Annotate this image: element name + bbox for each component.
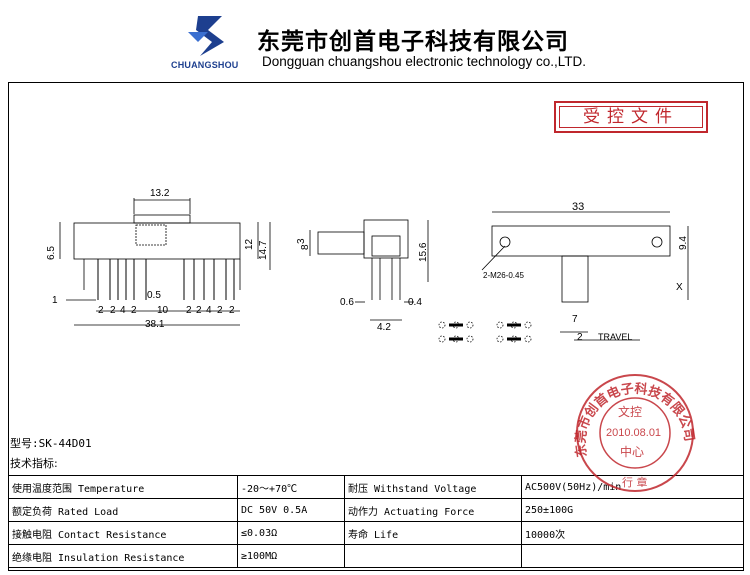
dim-2: 2 bbox=[577, 332, 583, 343]
spec-key: 动作力 Actuating Force bbox=[344, 498, 522, 522]
spec-value bbox=[521, 544, 744, 568]
dim-4-2: 4.2 bbox=[377, 322, 391, 333]
dim-0-4: 0.4 bbox=[408, 297, 422, 308]
company-name-cn: 东莞市创首电子科技有限公司 bbox=[257, 29, 569, 55]
side-view bbox=[309, 219, 429, 321]
seal-line3: 中心 bbox=[620, 444, 644, 459]
dim-6-5: 6.5 bbox=[46, 246, 57, 260]
company-seal: 东莞市创首电子科技有限公司 文控 2010.08.01 中心 行 章 bbox=[573, 374, 696, 492]
spec-value: DC 50V 0.5A bbox=[237, 498, 345, 522]
table-row: 额定负荷 Rated Load DC 50V 0.5A 动作力 Actuatin… bbox=[8, 498, 744, 522]
spec-value: -20～+70℃ bbox=[237, 475, 345, 499]
company-name-en: Dongguan chuangshou electronic technolog… bbox=[262, 54, 586, 69]
dim-pitch-8: 4 bbox=[206, 305, 212, 316]
travel-label: TRAVEL bbox=[598, 332, 632, 342]
dim-0-5: 0.5 bbox=[147, 290, 161, 301]
dim-pitch-10: 2 bbox=[229, 305, 235, 316]
seal-date: 2010.08.01 bbox=[606, 427, 661, 439]
table-row: 绝缘电阻 Insulation Resistance ≥100MΩ bbox=[8, 544, 744, 568]
spec-key: 使用温度范围 Temperature bbox=[8, 475, 238, 499]
dim-13-2: 13.2 bbox=[150, 188, 170, 199]
front-view bbox=[59, 198, 271, 326]
dim-pitch-2: 2 bbox=[110, 305, 116, 316]
top-view-labels: 33 9.4 X 7 2 2-M26-0.45 TRAVEL bbox=[483, 201, 689, 343]
table-row: 接触电阻 Contact Resistance ≤0.03Ω 寿命 Life 1… bbox=[8, 521, 744, 545]
spec-key bbox=[344, 544, 522, 568]
drawing-frame bbox=[8, 82, 744, 571]
hole-label: 2-M26-0.45 bbox=[483, 271, 524, 280]
specs-table: 使用温度范围 Temperature -20～+70℃ 耐压 Withstand… bbox=[8, 475, 744, 568]
spec-value: ≤0.03Ω bbox=[237, 521, 345, 545]
company-logo bbox=[188, 16, 224, 56]
dim-33: 33 bbox=[572, 201, 584, 213]
dim-1: 1 bbox=[52, 295, 58, 306]
dim-pitch-4: 2 bbox=[131, 305, 137, 316]
specs-title: 技术指标: bbox=[10, 457, 58, 470]
spec-key: 接触电阻 Contact Resistance bbox=[8, 521, 238, 545]
spec-key: 绝缘电阻 Insulation Resistance bbox=[8, 544, 238, 568]
spec-value: ≥100MΩ bbox=[237, 544, 345, 568]
spec-value: 250±100G bbox=[521, 498, 744, 522]
dim-7: 7 bbox=[572, 314, 578, 325]
model-number: 型号:SK-44D01 bbox=[10, 437, 92, 450]
dim-pitch-3: 4 bbox=[120, 305, 126, 316]
seal-bottom-text: 行 章 bbox=[622, 475, 648, 489]
dim-pitch-1: 2 bbox=[98, 305, 104, 316]
dim-pitch-7: 2 bbox=[196, 305, 202, 316]
front-view-labels: 13.2 6.5 12 14.7 1 0.5 2 2 4 2 10 2 2 4 … bbox=[46, 188, 269, 330]
dim-x: X bbox=[676, 282, 683, 293]
dim-pitch-5: 10 bbox=[157, 305, 169, 316]
dim-pitch-6: 2 bbox=[186, 305, 192, 316]
top-view bbox=[481, 211, 689, 341]
dim-14-7: 14.7 bbox=[258, 240, 269, 260]
dim-12: 12 bbox=[244, 238, 255, 250]
dim-3: 3 bbox=[296, 238, 307, 244]
dim-pitch-9: 2 bbox=[217, 305, 223, 316]
seal-line1: 文控 bbox=[618, 404, 642, 419]
dim-3-8: 8 bbox=[300, 244, 311, 250]
spec-key: 耐压 Withstand Voltage bbox=[344, 475, 522, 499]
side-view-labels: 8 3 15.6 0.6 0.4 4.2 bbox=[296, 238, 429, 333]
spec-value: 10000次 bbox=[521, 521, 744, 545]
technical-drawing: 13.2 6.5 12 14.7 1 0.5 2 2 4 2 10 2 2 4 … bbox=[46, 188, 689, 343]
dim-9-4: 9.4 bbox=[678, 236, 689, 250]
dim-38-1: 38.1 bbox=[145, 319, 165, 330]
controlled-document-stamp: 受控文件 bbox=[554, 101, 708, 133]
spec-key: 额定负荷 Rated Load bbox=[8, 498, 238, 522]
dim-15-6: 15.6 bbox=[418, 242, 429, 262]
logo-text: CHUANGSHOU bbox=[171, 60, 239, 70]
spec-key: 寿命 Life bbox=[344, 521, 522, 545]
dim-0-6: 0.6 bbox=[340, 297, 354, 308]
table-row: 使用温度范围 Temperature -20～+70℃ 耐压 Withstand… bbox=[8, 475, 744, 499]
